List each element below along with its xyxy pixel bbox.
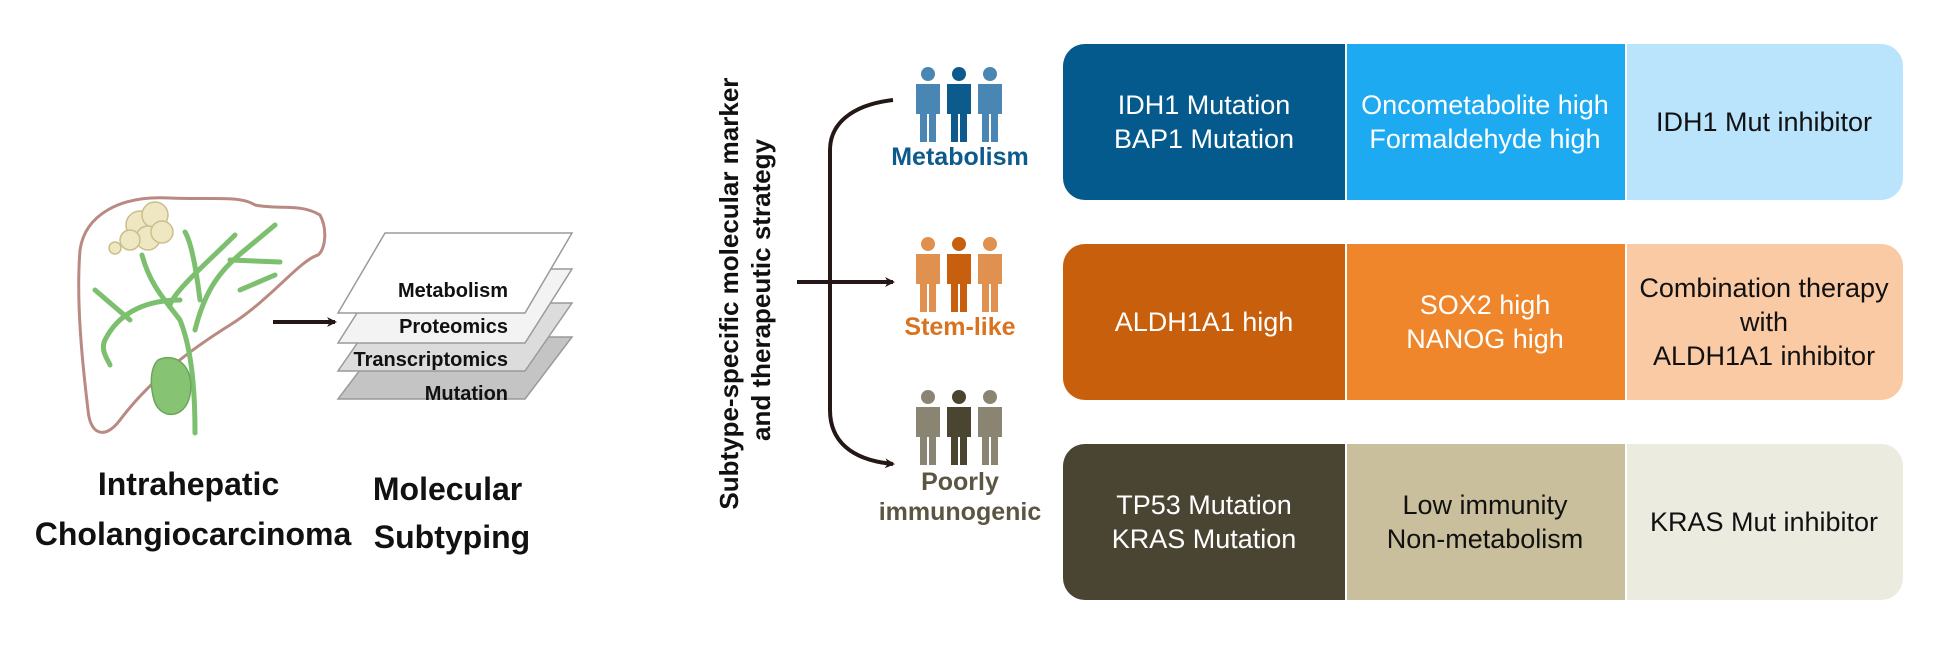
cell-text: BAP1 Mutation [1114,124,1294,154]
bile-ducts [92,222,283,436]
cell-text: Low immunity [1402,490,1568,520]
cell-text: KRAS Mutation [1112,524,1297,554]
gallbladder [150,356,192,416]
subtyping-title: Molecular Subtyping [373,471,531,555]
subtype-name: immunogenic [879,498,1042,526]
subtype-cell [1063,444,1345,600]
cell-text: KRAS Mut inhibitor [1650,507,1878,537]
subtype-cell [1063,244,1345,400]
subtype-cell [1347,44,1625,200]
cell-text: with [1739,307,1788,337]
subtype-cell [1627,44,1903,200]
cell-text: Formaldehyde high [1369,124,1600,154]
tissue-title: Intrahepatic Cholangiocarcinoma [35,466,352,552]
subtype-cell [1627,244,1903,400]
liver-outline [77,196,327,434]
subtype-name: Metabolism [891,143,1029,171]
subtype-name: Poorly [921,468,999,496]
vertical-strategy-label: Subtype-specific molecular marker and th… [714,70,776,509]
subtype-cell [1627,444,1903,600]
cell-text: NANOG high [1406,324,1564,354]
omics-layer-label: Proteomics [399,316,508,338]
cell-text: IDH1 Mut inhibitor [1656,107,1872,137]
people-icon [916,237,1002,312]
omics-layer-plane [336,232,574,314]
tumor-mass [108,201,174,255]
cell-text: ALDH1A1 high [1115,307,1294,337]
people-icon [916,67,1002,142]
liver-illustration [77,196,327,436]
people-icon [916,390,1002,465]
omics-layer-label: Metabolism [398,280,508,302]
subtype-cell [1063,44,1345,200]
omics-layer-label: Transcriptomics [353,349,508,371]
omics-layer-stack: MetabolismProteomicsTranscriptomicsMutat… [336,232,574,405]
cell-text: TP53 Mutation [1116,490,1292,520]
cell-text: Combination therapy [1639,273,1889,303]
subtype-cell [1347,444,1625,600]
cell-text: Non-metabolism [1387,524,1584,554]
cell-text: Oncometabolite high [1361,90,1609,120]
subtype-cell [1347,244,1625,400]
omics-layer-label: Mutation [425,383,508,405]
cell-text: SOX2 high [1420,290,1551,320]
branch-arrows [797,98,895,469]
cell-text: ALDH1A1 inhibitor [1653,341,1875,371]
cell-text: IDH1 Mutation [1118,90,1291,120]
subtype-name: Stem-like [904,313,1015,341]
